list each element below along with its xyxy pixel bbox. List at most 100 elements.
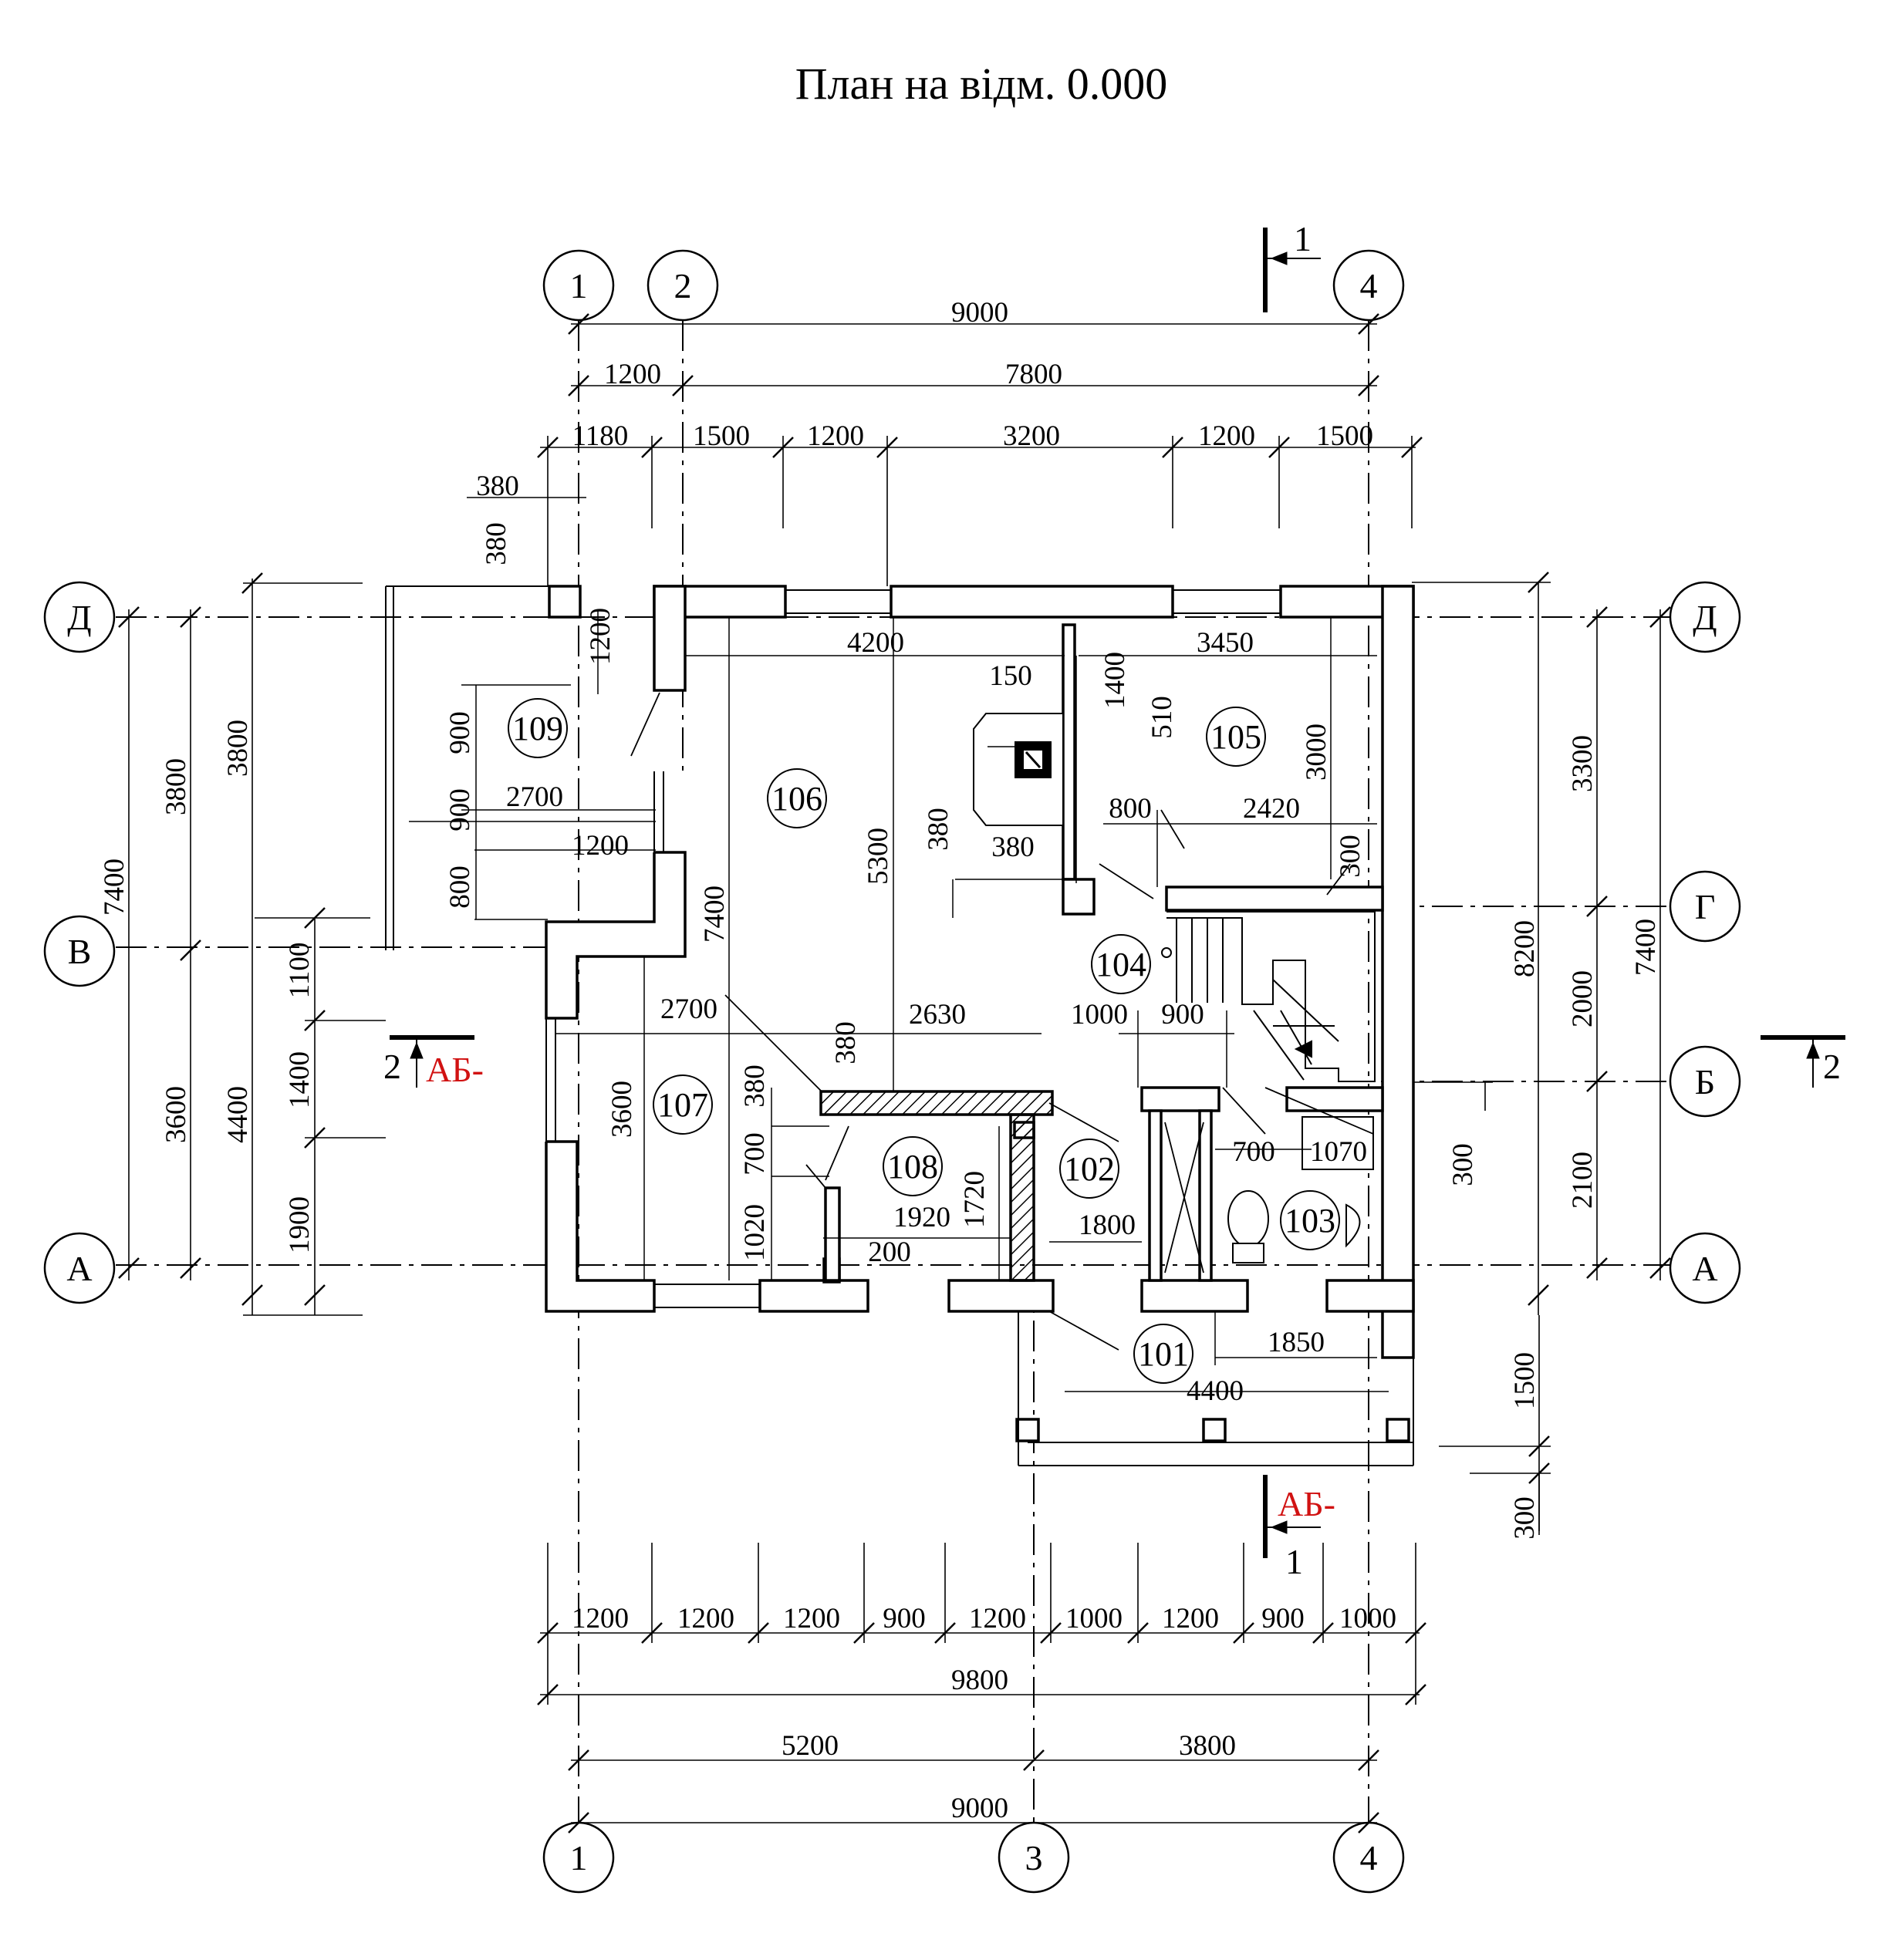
section-cut-1-top	[1263, 228, 1321, 312]
room-number: 101	[1138, 1335, 1189, 1373]
dim-label: 7400	[1630, 919, 1662, 976]
dim-label: 2100	[1567, 1152, 1599, 1209]
dim-label: 4400	[1187, 1375, 1244, 1407]
dim-label: 900	[1261, 1603, 1305, 1634]
dim-label: 300	[1447, 1143, 1479, 1186]
axis-marker-right-a	[1669, 1232, 1741, 1304]
room-number: 104	[1096, 946, 1146, 983]
section-cut-1-bottom	[1263, 1475, 1321, 1558]
dim-label: 5200	[782, 1730, 839, 1762]
dim-label: 2700	[506, 781, 563, 813]
dim-label: 1720	[959, 1171, 991, 1228]
door-swings	[630, 692, 1374, 1351]
room-number: 103	[1285, 1202, 1335, 1240]
section-label: 2	[383, 1047, 401, 1086]
section-ab-label: АБ-	[426, 1050, 484, 1089]
axis-label: Д	[67, 598, 91, 637]
dim-label: 2000	[1567, 970, 1599, 1027]
dim-label: 380	[923, 808, 954, 851]
section-cut-2-left	[390, 1035, 474, 1088]
axis-label: 4	[1360, 1838, 1378, 1877]
dim-label: 1500	[1509, 1352, 1541, 1409]
axis-marker-top-1	[542, 249, 615, 322]
fireplace-icon	[973, 713, 1064, 826]
axis-label: Г	[1695, 887, 1716, 926]
axis-label: Б	[1695, 1062, 1715, 1101]
section-label: 1	[1294, 219, 1312, 258]
dim-label: 700	[739, 1132, 771, 1176]
room-marker-107	[653, 1074, 713, 1135]
room-marker-101	[1133, 1324, 1193, 1384]
axis-grid	[116, 320, 1674, 1824]
dim-label: 3000	[1301, 724, 1332, 781]
dim-label: 3300	[1567, 735, 1599, 792]
room-number: 108	[887, 1148, 938, 1186]
dim-label: 1400	[284, 1051, 316, 1108]
dim-label: 4400	[222, 1086, 254, 1143]
section-label: 1	[1285, 1542, 1303, 1581]
dim-label: 3800	[222, 720, 254, 777]
dim-label: 3200	[1003, 420, 1060, 452]
dim-label: 1200	[1198, 420, 1255, 452]
dim-label: 300	[1509, 1496, 1541, 1540]
dim-label: 3600	[160, 1086, 192, 1143]
dim-label: 9800	[951, 1665, 1008, 1696]
dim-label: 1000	[1065, 1603, 1123, 1634]
dim-label: 900	[1161, 999, 1204, 1031]
dim-label: 380	[739, 1064, 771, 1108]
dim-label: 1200	[572, 830, 629, 862]
axis-marker-left-v	[43, 915, 116, 987]
room-number: 106	[771, 780, 822, 818]
dim-label: 1200	[572, 1603, 629, 1634]
axis-label: 2	[674, 266, 692, 305]
axis-marker-right-b	[1669, 1045, 1741, 1118]
room-marker-105	[1206, 707, 1266, 767]
dim-label: 1020	[739, 1204, 771, 1261]
dim-label: 1800	[1079, 1209, 1136, 1241]
dim-label: 3450	[1197, 627, 1254, 659]
dim-label: 1000	[1339, 1603, 1396, 1634]
axis-marker-right-d	[1669, 581, 1741, 653]
dim-label: 4200	[847, 627, 904, 659]
dim-label: 7400	[699, 886, 731, 943]
dim-label: 1500	[1316, 420, 1373, 452]
dim-top-overall: 9000	[951, 297, 1008, 329]
dim-label: 380	[830, 1021, 862, 1064]
dimension-lines	[128, 323, 1661, 1823]
dim-label: 1400	[1099, 652, 1131, 709]
toilet-icon	[1227, 1116, 1374, 1263]
dim-label: 1500	[693, 420, 750, 452]
axis-label: 1	[570, 1838, 588, 1877]
dim-label: 380	[481, 522, 512, 565]
dim-label: 510	[1146, 696, 1178, 739]
dim-label: 1850	[1268, 1327, 1325, 1358]
dim-label: 700	[1232, 1136, 1275, 1168]
axis-label: В	[68, 932, 92, 971]
dim-label: 1920	[893, 1202, 950, 1233]
dim-label: 1900	[284, 1196, 316, 1253]
dim-label: 7400	[99, 859, 130, 916]
plan-title: План на відм. 0.000	[795, 59, 1168, 109]
dim-label: 2700	[660, 993, 717, 1025]
axis-marker-left-d	[43, 581, 116, 653]
axis-label: 3	[1025, 1838, 1043, 1877]
room-number: 109	[512, 710, 563, 747]
dim-label: 3800	[1179, 1730, 1236, 1762]
axis-marker-top-2	[647, 249, 719, 322]
dim-label: 3800	[160, 758, 192, 815]
dim-label: 1100	[284, 943, 316, 999]
axis-label: А	[1692, 1249, 1717, 1288]
dim-label: 7800	[1005, 359, 1062, 390]
room-marker-109	[508, 698, 568, 758]
dim-label: 1200	[677, 1603, 734, 1634]
dim-label: 200	[868, 1236, 911, 1268]
section-ab-label: АБ-	[1278, 1484, 1335, 1523]
section-cut-2-right	[1761, 1035, 1845, 1088]
dim-label: 900	[444, 711, 476, 754]
room-marker-103	[1280, 1190, 1340, 1250]
axis-marker-top-4	[1332, 249, 1405, 322]
dimension-labels: 9000 1200 7800 1180 1500 1200 3200 1200 …	[99, 297, 1662, 1824]
dim-label: 2630	[909, 999, 966, 1031]
dim-label: 1200	[585, 608, 616, 665]
